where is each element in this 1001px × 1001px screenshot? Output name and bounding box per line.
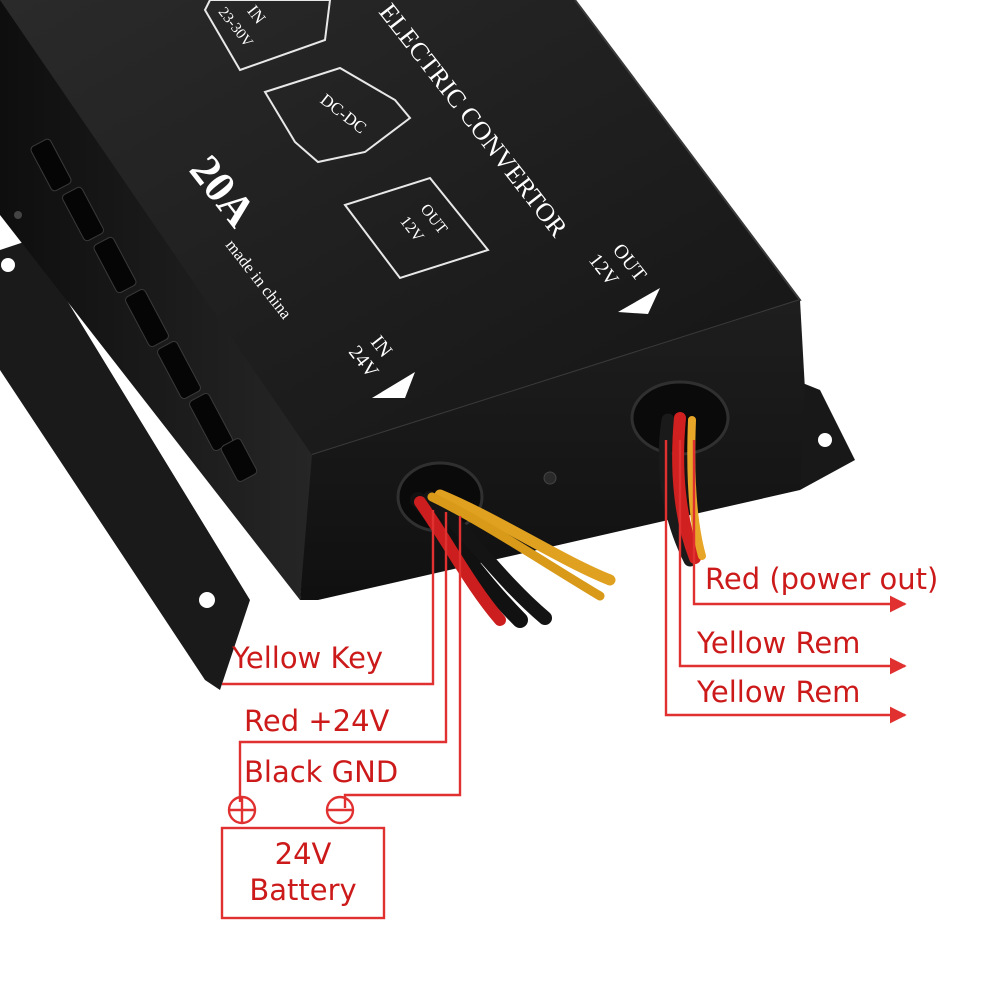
mounting-flange-left [0,240,250,690]
mounting-hole-left [199,592,215,608]
red-power-out-wire [692,440,907,613]
black-ground-label: Black GND [244,755,398,789]
input-wiring: Yellow Key Red +24V Black GND 24V Batter… [220,510,462,920]
output-wiring: Red (power out) Yellow Rem Yellow Rem [664,440,938,724]
screw-side [14,211,22,219]
battery-negative-icon [325,795,355,825]
battery-positive-icon [227,795,257,825]
in-port-arrow-icon [372,372,415,398]
battery-label: Battery [249,873,356,907]
mounting-hole-top [1,258,15,272]
yellow-rem-wire-2 [664,440,907,724]
red-power-out-label: Red (power out) [705,562,938,596]
battery-voltage: 24V [275,837,332,871]
battery-box [220,826,386,920]
vent-slots [30,138,258,482]
black-ground-wire [343,516,462,808]
red-positive-wire [238,512,448,802]
case-top-face [0,0,800,455]
yellow-rem-label-1: Yellow Rem [696,626,860,660]
converter-unit: IN 23-30V DC-DC OUT 12V ELECTRIC CONVERT… [0,0,855,690]
yellow-key-wire [222,510,435,686]
yellow-rem-label-2: Yellow Rem [696,675,860,709]
out-port-arrow-icon [618,288,660,314]
red-positive-label: Red +24V [244,704,390,738]
mounting-hole-right [818,433,832,447]
yellow-rem-wire-1 [678,440,907,675]
front-screw [543,471,557,485]
yellow-key-label: Yellow Key [231,641,383,675]
input-cables [410,489,616,628]
